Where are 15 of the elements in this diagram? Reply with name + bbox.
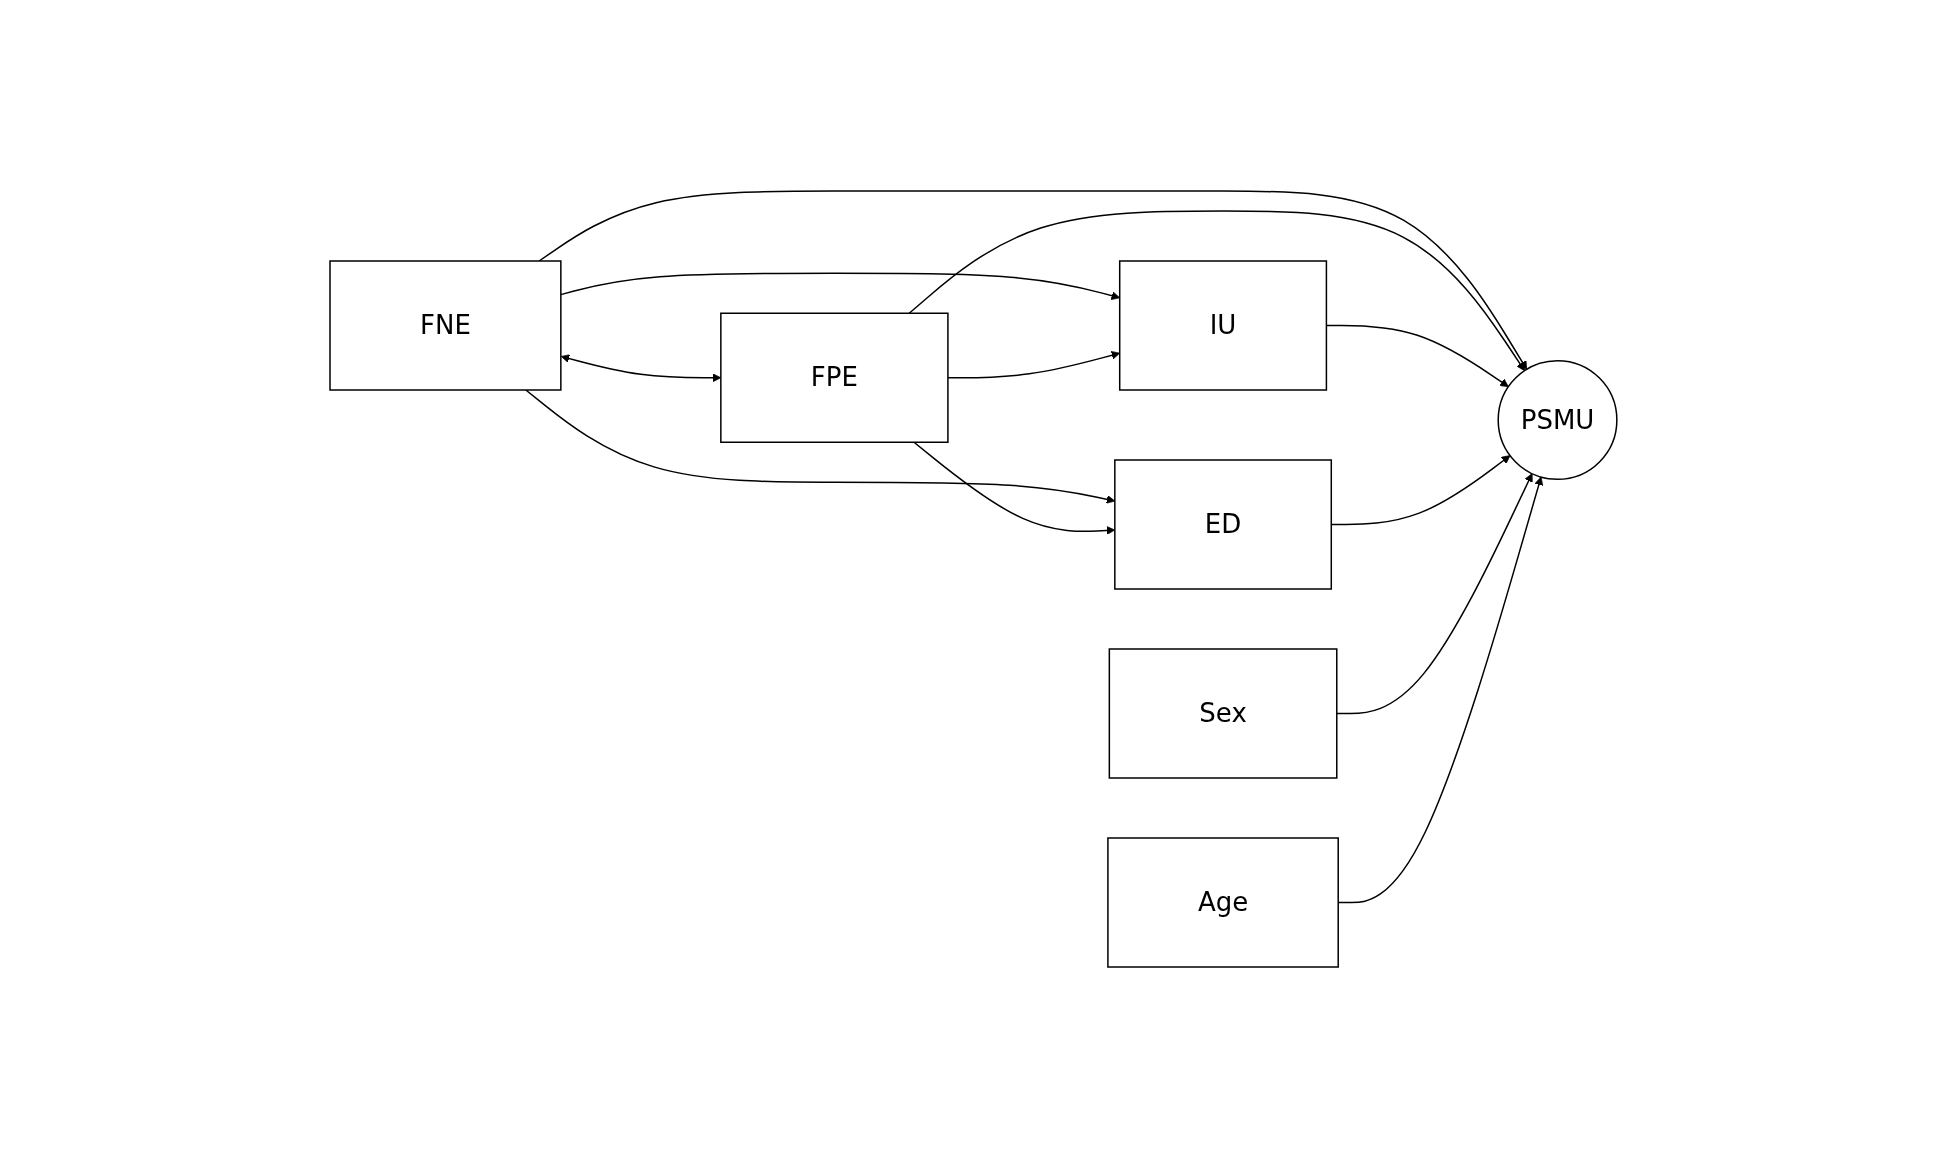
arrow — [560, 354, 721, 383]
node-box: Sex — [1108, 648, 1338, 779]
arrow — [1337, 476, 1543, 904]
arrow — [1330, 455, 1511, 526]
arrow — [1325, 324, 1509, 388]
node-box: ED — [1113, 459, 1332, 590]
node-box: FPE — [719, 312, 949, 443]
node-box: Age — [1106, 837, 1339, 968]
arrow — [537, 190, 1527, 370]
node-box: IU — [1118, 260, 1327, 391]
node-circle: PSMU — [1497, 359, 1618, 481]
arrow — [524, 389, 1115, 504]
arrow — [912, 441, 1115, 535]
arrow — [908, 210, 1525, 372]
node-box: FNE — [328, 260, 562, 391]
